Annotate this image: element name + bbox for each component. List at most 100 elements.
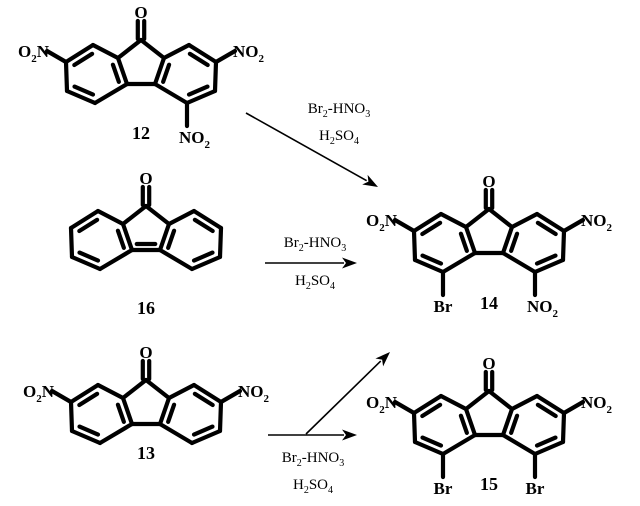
nitro-subscript: 2	[36, 393, 42, 405]
nitro-subscript: 2	[31, 53, 37, 65]
nitro-subscript: 2	[259, 53, 265, 65]
ring-bond	[95, 382, 126, 401]
reagent-sulfate: SO	[309, 477, 328, 493]
nitro-group-label: O2N	[366, 393, 398, 416]
inner-double-bond	[77, 250, 101, 263]
inner-double-bond	[72, 51, 95, 68]
ring-bond	[120, 395, 135, 427]
bromine-label: Br	[434, 479, 453, 498]
compound-16-number: 16	[137, 298, 155, 318]
ring-bond	[486, 388, 515, 412]
reagent-subscript: 4	[354, 136, 359, 147]
ring-bond	[63, 59, 70, 94]
nitro-group-label: O2N	[18, 42, 50, 65]
reagent-bromine: Br	[282, 450, 297, 466]
reagent-nitric-acid: -HNO	[304, 235, 342, 251]
ring-bond	[534, 393, 567, 416]
nitro-group-label: O2N	[23, 382, 55, 405]
nitro-subscript: 2	[205, 139, 211, 151]
ring-bond	[143, 203, 172, 227]
carbonyl-oxygen-label: O	[139, 343, 152, 362]
nitro-subscript: 2	[553, 308, 559, 320]
reagent-subscript: 4	[328, 485, 333, 496]
carbonyl-oxygen-label: O	[134, 3, 147, 22]
ring-bond	[189, 428, 223, 446]
ring-bond	[120, 221, 135, 253]
inner-double-bond	[72, 84, 96, 97]
ring-bond	[463, 224, 478, 256]
inner-double-bond	[115, 228, 126, 250]
ring-bond	[411, 211, 444, 234]
ring-bond	[186, 42, 219, 65]
substituent-bond	[218, 388, 243, 405]
compound-15-number: 15	[480, 474, 498, 494]
compound-13-number: 13	[137, 443, 155, 463]
reagent-line: H2SO4	[293, 477, 333, 496]
ring-bond	[115, 37, 144, 61]
ring-bond	[412, 257, 446, 275]
ring-bond	[411, 228, 418, 263]
inner-double-bond	[458, 413, 469, 435]
ring-bond	[217, 399, 224, 434]
nitro-nitrogen-text: N	[37, 42, 50, 61]
ring-bond	[90, 42, 121, 61]
ring-bond	[438, 393, 469, 412]
reagent-bromine: Br	[284, 235, 299, 251]
inner-double-bond	[509, 413, 520, 435]
reaction-arrow-13-to-15	[268, 429, 357, 441]
inner-double-bond	[77, 217, 100, 234]
nitro-nitrogen-text: N	[385, 393, 398, 412]
ring-bond	[500, 250, 538, 275]
ring-bond	[166, 208, 197, 227]
reagent-subscript: 2	[330, 136, 335, 147]
reagent-bromine: Br	[308, 101, 323, 117]
reagent-subscript: 2	[306, 281, 311, 292]
ring-bond	[166, 382, 197, 401]
nitro-nitrogen-text: N	[42, 382, 55, 401]
reagent-subscript: 2	[323, 109, 328, 120]
ring-bond	[68, 399, 75, 434]
reagent-subscript: 2	[304, 485, 309, 496]
ring-bond	[157, 395, 172, 427]
nitro-group-label: NO2	[527, 297, 559, 320]
ring-bond	[69, 428, 103, 446]
nitro-subscript: 2	[379, 404, 385, 416]
ring-bond	[534, 211, 567, 234]
reagent-subscript: 3	[339, 458, 344, 469]
ring-bond	[64, 88, 98, 106]
reagent-hydrogen: H	[293, 477, 304, 493]
nitro-text: NO	[179, 128, 205, 147]
ring-bond	[463, 406, 478, 438]
reagent-nitric-acid: -HNO	[328, 101, 366, 117]
reagent-line: H2SO4	[319, 128, 359, 147]
inner-double-bond	[509, 231, 520, 253]
inner-double-bond	[535, 402, 558, 419]
inner-double-bond	[191, 250, 215, 263]
inner-double-bond	[166, 402, 177, 424]
reagent-subscript: 4	[330, 281, 335, 292]
reagent-line: Br2-HNO3	[282, 450, 345, 469]
inner-double-bond	[191, 424, 215, 437]
ring-bond	[157, 247, 195, 272]
nitro-oxygen-text: O	[366, 211, 379, 230]
arrow-head	[362, 174, 378, 187]
reagent-sulfate: SO	[311, 273, 330, 289]
reagent-sulfate: SO	[335, 128, 354, 144]
arrow-shaft	[305, 360, 382, 435]
nitro-subscript: 2	[607, 404, 613, 416]
inner-double-bond	[77, 391, 100, 408]
reagent-line: Br2-HNO3	[308, 101, 371, 120]
ring-bond	[189, 254, 223, 272]
reagent-line: Br2-HNO3	[284, 235, 347, 254]
carbonyl-oxygen-label: O	[482, 172, 495, 191]
ring-bond	[115, 55, 130, 87]
ring-bond	[157, 421, 195, 446]
nitro-text: NO	[581, 211, 607, 230]
nitro-group-label: NO2	[581, 393, 613, 416]
